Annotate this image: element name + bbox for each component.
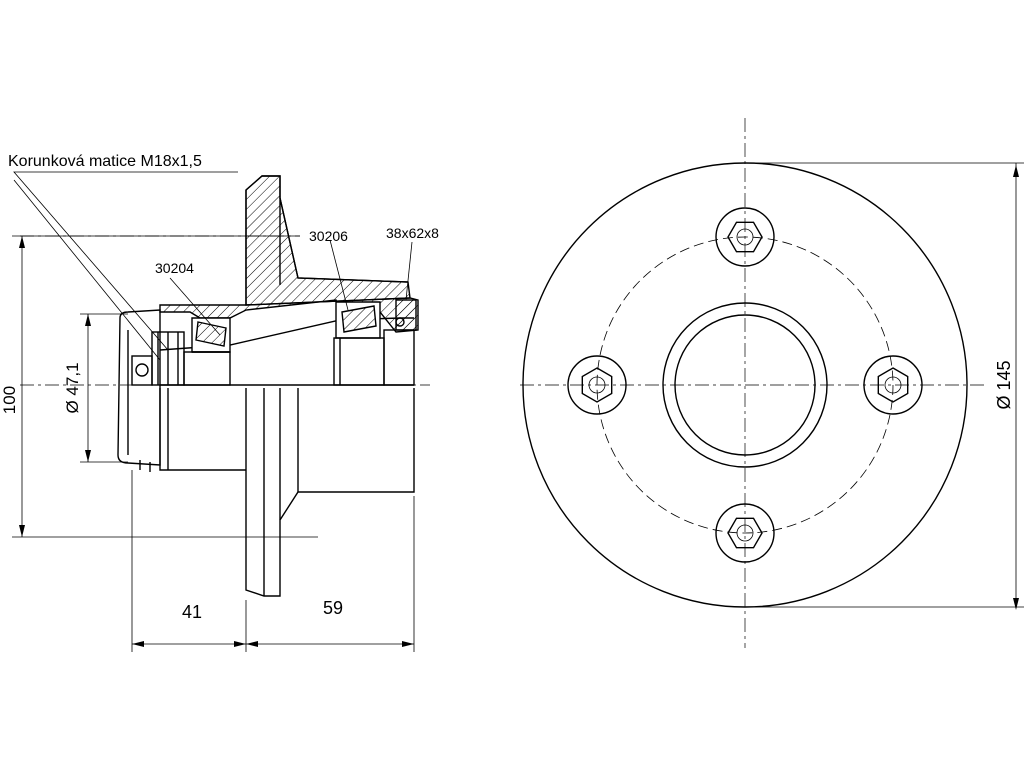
flange-outline-upper bbox=[245, 175, 409, 283]
bearing-30204-label: 30204 bbox=[155, 260, 194, 276]
seal-label: 38x62x8 bbox=[386, 225, 439, 241]
front-view bbox=[520, 118, 1024, 648]
nut-leader-2 bbox=[13, 179, 161, 361]
side-view bbox=[20, 175, 430, 597]
hub-inner-circle bbox=[674, 314, 816, 456]
castle-nut bbox=[131, 331, 185, 386]
length-left-dimension: 41 bbox=[182, 602, 202, 622]
bearing-30206-label: 30206 bbox=[309, 228, 348, 244]
seal-leader bbox=[405, 241, 413, 301]
bearing-30204-leader bbox=[169, 277, 221, 336]
side-dimensions bbox=[12, 171, 415, 652]
bolt-top bbox=[715, 207, 775, 267]
bolt-right bbox=[863, 355, 923, 415]
bearing-30206-leader bbox=[329, 239, 349, 311]
bearing-30204 bbox=[183, 317, 231, 386]
shaft-diameter-dimension: Ø 47,1 bbox=[63, 362, 82, 413]
flange-diameter-dimension: Ø 145 bbox=[994, 360, 1014, 409]
length-right-dimension: 59 bbox=[323, 598, 343, 618]
nut-leader bbox=[13, 171, 238, 351]
nut-label: Korunková matice M18x1,5 bbox=[8, 153, 202, 170]
hub-body-lower bbox=[245, 388, 415, 597]
seal-38x62x8 bbox=[383, 299, 417, 386]
hub-outer-circle bbox=[662, 302, 828, 468]
bolt-left bbox=[567, 355, 627, 415]
bearing-30206 bbox=[333, 301, 385, 386]
bolt-circle bbox=[596, 236, 894, 534]
arrowheads bbox=[19, 165, 1019, 647]
bolt-bottom bbox=[715, 503, 775, 563]
height-dimension: 100 bbox=[0, 386, 19, 414]
sleeve-lower bbox=[159, 388, 246, 471]
